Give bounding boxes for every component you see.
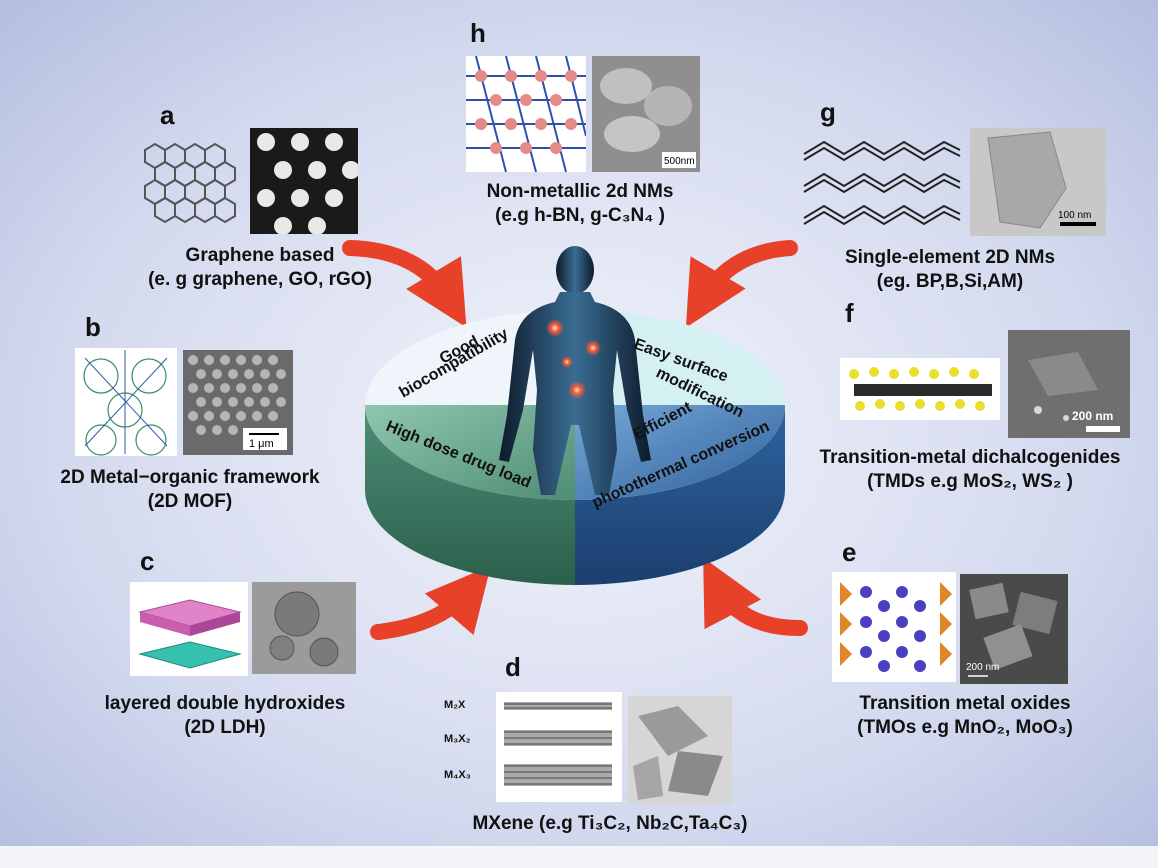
single-element-structure-image [803, 140, 961, 226]
panel-d-letter: d [505, 652, 521, 682]
arrow-g [685, 240, 798, 328]
panel-d-caption: MXene (e.g Ti₃C₂, Nb₂C,Ta₄C₃) [420, 812, 800, 836]
panel-e-line1: Transition metal oxides [859, 693, 1071, 714]
mof-scale-bar: 1 μm [249, 438, 274, 450]
graphene-micrograph-image [250, 128, 358, 234]
panel-d-line1: MXene (e.g Ti₃C₂, Nb₂C,Ta₄C₃) [472, 813, 748, 834]
panel-c-letter: c [140, 546, 155, 576]
mxene-m3x2-label: M₃X₂ [444, 733, 471, 745]
panel-b-line2: (2D MOF) [147, 491, 233, 513]
arrow-c [370, 565, 491, 640]
mof-structure-image [75, 348, 177, 456]
mxene-micrograph-image [628, 696, 732, 804]
panel-g-letter: g [820, 97, 836, 127]
panel-b-letter: b [85, 312, 101, 342]
tmo-scale-bar: 200 nm [966, 662, 999, 673]
hbn-micrograph-image: 500nm [592, 56, 700, 172]
panel-f-caption: Transition-metal dichalcogenides (TMDs e… [785, 446, 1155, 495]
tmd-structure-image [840, 358, 1000, 420]
panel-g-line1: Single-element 2D NMs [844, 247, 1056, 268]
panel-h-line1: Non-metallic 2d NMs [486, 181, 674, 202]
arrow-a [342, 240, 467, 328]
graphene-structure-image [144, 142, 236, 224]
ldh-micrograph-image [252, 582, 356, 674]
panel-b-caption: 2D Metal−organic framework (2D MOF) [20, 466, 360, 515]
mxene-m2x-label: M₂X [444, 699, 466, 711]
panel-g-line2: (eg. BP,B,Si,AM) [876, 271, 1024, 293]
panel-a-letter: a [160, 100, 175, 130]
panel-c-caption: layered double hydroxides (2D LDH) [60, 692, 390, 741]
hbn-structure-image [466, 56, 586, 172]
central-disc: Good biocompatibility Easy surface modif… [365, 246, 785, 585]
panel-f-line2: (TMDs e.g MoS₂, WS₂ ) [867, 471, 1073, 493]
tmo-micrograph-image: 200 nm [960, 574, 1068, 684]
panel-e-line2: (TMOs e.g MnO₂, MoO₃) [857, 717, 1073, 739]
tmd-micrograph-image: 200 nm [1008, 330, 1130, 438]
panel-b-line1: 2D Metal−organic framework [60, 467, 320, 488]
panel-c-line2: (2D LDH) [184, 717, 266, 739]
panel-f-line1: Transition-metal dichalcogenides [819, 447, 1121, 468]
single-element-scale-bar: 100 nm [1058, 210, 1091, 221]
human-body-icon [499, 246, 651, 495]
panel-f-letter: f [845, 298, 854, 328]
hbn-scale-bar: 500nm [664, 156, 695, 167]
panel-h-letter: h [470, 18, 486, 48]
panel-c-line1: layered double hydroxides [104, 693, 346, 714]
tmd-scale-bar: 200 nm [1072, 409, 1113, 423]
mxene-m4x3-label: M₄X₃ [444, 769, 471, 781]
panel-e-letter: e [842, 537, 857, 567]
panel-a-line1: Graphene based [185, 245, 335, 266]
panel-h-line2: (e.g h-BN, g-C₃N₄ ) [495, 205, 665, 227]
mxene-structures-image: M₂X M₃X₂ M₄X₃ [444, 692, 622, 802]
arrow-e [703, 557, 808, 636]
mof-micrograph-image: 1 μm [183, 350, 293, 455]
panel-a-caption: Graphene based (e. g graphene, GO, rGO) [130, 244, 390, 293]
tmo-structure-image [832, 572, 956, 682]
single-element-micrograph-image: 100 nm [970, 128, 1106, 236]
ldh-structure-image [130, 582, 248, 676]
panel-e-caption: Transition metal oxides (TMOs e.g MnO₂, … [800, 692, 1130, 741]
panel-g-caption: Single-element 2D NMs (eg. BP,B,Si,AM) [810, 246, 1090, 295]
panel-a-line2: (e. g graphene, GO, rGO) [148, 269, 372, 291]
panel-h-caption: Non-metallic 2d NMs (e.g h-BN, g-C₃N₄ ) [440, 180, 720, 229]
